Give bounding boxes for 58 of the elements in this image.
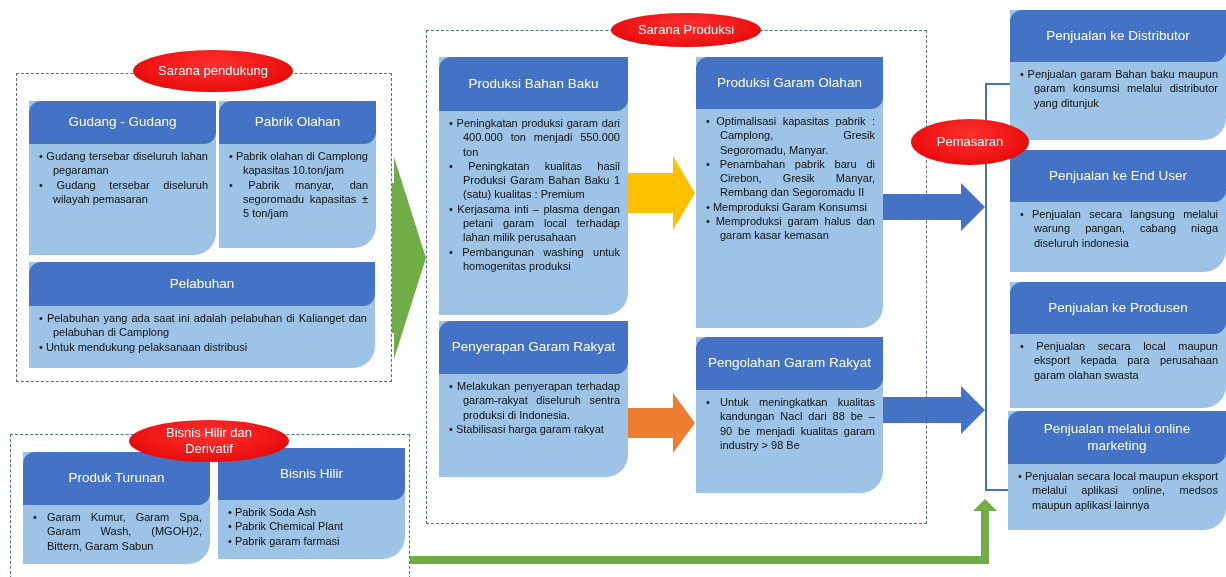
block-arrow [627, 393, 695, 453]
bullet-text: • Peningkatan produksi garam dari 400.000 ton menjadi 550.000 ton [449, 116, 620, 159]
card [29, 101, 216, 255]
bullet-text: • Untuk mendukung pelaksanaan distribusi [39, 339, 249, 354]
bullet-text: • Peningkatan kualitas hasil Produksi Garam Bahan Baku 1 (satu) kualitas : Premium [449, 158, 620, 202]
card [219, 101, 376, 248]
card-header: Penyerapan Garam Rakyat [439, 321, 628, 374]
card-header: Penjualan melalui online marketing [1008, 411, 1226, 464]
bullet-text: • Memproduksi garam halus dan garam kasar kemasan [706, 214, 875, 243]
bullet-text: • Untuk meningkatkan kualitas kandungan Nacl dari 88 be – 90 be menjadi kualitas garam industry > 98 Be [706, 395, 875, 453]
bullet-text: • Pabrik garam farmasi [228, 533, 341, 548]
bullet-text: • Penjualan secara local maupun eksport kepada para perusahaan garam olahan swasta [1020, 339, 1218, 382]
card [1010, 10, 1226, 140]
card-header: Pabrik Olahan [219, 101, 376, 144]
card [1010, 282, 1226, 408]
bullet-text: • Pabrik manyar, dan segoromadu kapasitas ± 5 ton/jam [229, 177, 368, 221]
bullet-text: • Penjualan garam Bahan baku maupun garam konsumsi melalui distributor yang ditunjuk [1020, 67, 1218, 110]
block-arrow [627, 156, 695, 230]
bullet-text: • Gudang tersebar diseluruh wilayah pemasaran [39, 177, 208, 207]
title-ellipse: Sarana pendukung [133, 50, 293, 92]
card-header: Penjualan ke Produsen [1010, 282, 1226, 334]
card-header: Produksi Garam Olahan [696, 57, 883, 109]
card-header: Penjualan ke End User [1010, 150, 1226, 202]
card [1008, 411, 1226, 530]
bullet-text: • Melakukan penyerapan terhadap garam-rakyat diseluruh sentra produksi di Indonesia. [449, 379, 620, 422]
bullet-text: • Stabilisasi harga garam rakyat [449, 421, 605, 437]
card [439, 57, 628, 315]
bullet-text: • Pabrik Chemical Plant [228, 519, 345, 534]
bullet-text: • Penjualan secara langsung melalui warung pangan, cabang niaga diseluruh indonesia [1020, 207, 1218, 250]
bullet-text: • Penambahan pabrik baru di Cirebon, Gresik Manyar, Rembang dan Segoromadu II [706, 156, 875, 200]
block-arrow [882, 386, 985, 434]
bullet-text: • Pabrik olahan di Camplong kapasitas 10.ton/jam [229, 149, 368, 178]
card-header: Gudang - Gudang [29, 101, 216, 144]
block-arrow [882, 183, 985, 231]
card [439, 321, 628, 477]
card [23, 452, 210, 564]
card-header: Produk Turunan [23, 452, 210, 505]
card-header: Produksi Bahan Baku [439, 57, 628, 111]
card [696, 337, 883, 493]
card [696, 57, 883, 328]
card-header: Pengolahan Garam Rakyat [696, 337, 883, 390]
bullet-text: • Pabrik Soda Ash [228, 505, 318, 520]
bullet-text: • Pembangunan washing untuk homogenitas produksi [449, 244, 620, 274]
title-ellipse: Sarana Produksi [611, 13, 761, 47]
bullet-text: • Penjualan secara local maupun eksport melalui aplikasi online, medsos maupun aplikasi lainnya [1018, 469, 1218, 512]
card-header: Penjualan ke Distributor [1010, 10, 1226, 62]
bullet-text: • Memproduksi Garam Konsumsi [706, 199, 868, 215]
title-ellipse: Bisnis Hilir dan Derivatif [129, 420, 289, 462]
bullet-text: • Optimalisasi kapasitas pabrik : Camplong, Gresik Segoromadu, Manyar. [706, 114, 875, 157]
block-arrow [392, 157, 426, 359]
bullet-text: • Garam Kumur, Garam Spa, Garam Wash, (MGOH)2, Bittern, Garam Sabun [33, 510, 202, 553]
card [1010, 150, 1226, 272]
card [29, 262, 375, 368]
bullet-text: • Pelabuhan yang ada saat ini adalah pelabuhan di Kalianget dan pelabuhan di Camplong [39, 311, 367, 340]
bullet-text: • Kerjasama inti – plasma dengan petani garam local terhadap lahan milik perusahaan [449, 201, 620, 245]
card-header: Pelabuhan [29, 262, 375, 306]
bullet-text: • Gudang tersebar diseluruh lahan pegaraman [39, 149, 208, 178]
title-ellipse: Pemasaran [911, 119, 1029, 165]
